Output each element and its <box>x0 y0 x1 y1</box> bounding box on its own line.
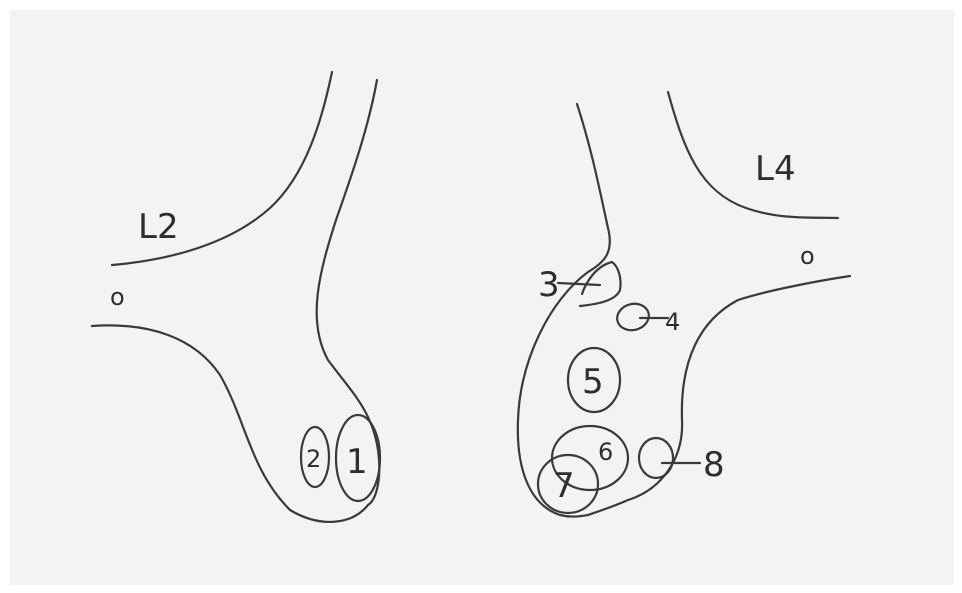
leader-3 <box>558 283 600 285</box>
right-level-label: L4 <box>755 149 796 189</box>
left-level-label: L2 <box>138 207 179 247</box>
label-5: 5 <box>582 362 604 402</box>
label-1: 1 <box>346 442 368 482</box>
right-figure: L4 o 3 4 5 6 7 8 <box>518 92 850 517</box>
left-figure: L2 o 1 2 <box>92 72 380 522</box>
left-origin-mark: o <box>110 283 125 311</box>
circle-8 <box>639 438 673 478</box>
label-6: 6 <box>598 438 613 466</box>
label-7: 7 <box>553 466 575 506</box>
right-outer-upper-contour <box>668 92 838 218</box>
label-4: 4 <box>665 308 680 336</box>
label-2: 2 <box>306 445 321 473</box>
label-3: 3 <box>538 265 560 305</box>
right-origin-mark: o <box>800 242 815 270</box>
label-8: 8 <box>703 445 725 485</box>
